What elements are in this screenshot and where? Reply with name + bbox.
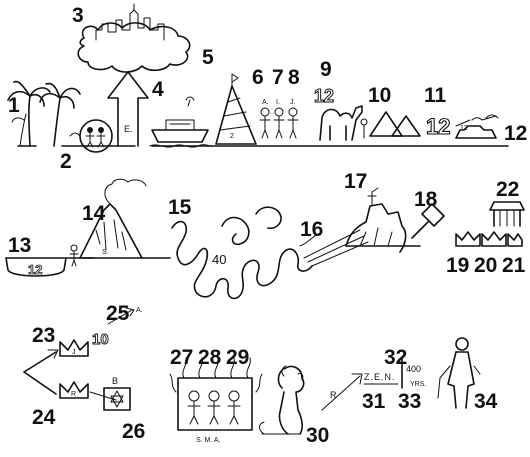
number-5: 5 (202, 46, 214, 69)
sea-twelve-label: 12 (28, 262, 42, 277)
wilderness-forty-label: 40 (212, 252, 226, 267)
number-8: 8 (288, 66, 300, 89)
number-19: 19 (446, 254, 469, 277)
crown-j-label: J (72, 349, 76, 356)
pyramids-icon (370, 112, 420, 136)
number-18: 18 (414, 188, 438, 211)
number-16: 16 (300, 218, 323, 241)
camel-twelve-icon: 12 (314, 86, 367, 140)
arrow-e-label: E. (124, 124, 133, 134)
crown-judah-icon: J (60, 340, 88, 356)
number-29: 29 (226, 346, 249, 369)
three-patriarchs-icon: A. I. J. (260, 99, 298, 138)
pyramids-twelve-label: 12 (426, 114, 450, 139)
number-15: 15 (168, 196, 192, 219)
label-j: J. (290, 99, 296, 106)
temple-icon (490, 202, 524, 226)
number-13: 13 (8, 234, 31, 257)
number-25: 25 (106, 302, 130, 325)
label-a: A. (262, 99, 269, 106)
babel-tower-icon: 2 (216, 74, 256, 144)
crown-r-label: R (71, 391, 76, 398)
number-27: 27 (170, 346, 193, 369)
arrow-r-label: R (330, 390, 337, 400)
number-32: 32 (384, 346, 407, 369)
star-box-icon (104, 388, 130, 410)
adam-eve-circle-icon (70, 120, 112, 152)
number-31: 31 (362, 390, 386, 413)
number-12: 12 (504, 122, 527, 145)
number-7: 7 (272, 66, 284, 89)
small-twelve-label: 12 (460, 125, 468, 132)
number-26: 26 (122, 420, 145, 443)
number-1: 1 (8, 94, 20, 117)
volcano-s-label: S. (102, 249, 109, 256)
number-9: 9 (320, 58, 332, 81)
number-10: 10 (368, 84, 391, 107)
cloud-city-icon (78, 4, 189, 72)
number-20: 20 (474, 254, 497, 277)
box-b-label: B (112, 376, 118, 386)
up-arrow-e: E. (108, 72, 148, 146)
three-crowns-icon (456, 232, 522, 246)
return-arrow: R (322, 374, 362, 410)
svg-text:2: 2 (230, 133, 234, 140)
number-23: 23 (32, 324, 55, 347)
number-14: 14 (82, 202, 106, 225)
number-4: 4 (152, 78, 164, 101)
number-2: 2 (60, 150, 72, 173)
number-30: 30 (306, 424, 329, 447)
jericho-walls-icon (346, 188, 420, 252)
number-3: 3 (72, 4, 84, 27)
kingdom-split-arrows (24, 350, 58, 394)
number-21: 21 (502, 254, 526, 277)
years-400-label: 400 (406, 364, 421, 374)
arrow-a-label: A. (136, 307, 143, 314)
number-34: 34 (474, 390, 498, 413)
wilderness-path-icon: 40 (172, 207, 368, 298)
furnace-three-men-icon: S. M. A. (170, 358, 262, 444)
label-i: I. (276, 99, 280, 106)
zen-leaders-label: Z.E.N. (364, 372, 398, 384)
number-33: 33 (398, 390, 421, 413)
number-11: 11 (424, 84, 447, 107)
lion-icon (260, 366, 304, 434)
crown-israel-icon: R (60, 382, 88, 398)
ten-label: 10 (92, 331, 109, 348)
sma-label: S. M. A. (196, 437, 221, 444)
number-17: 17 (344, 170, 367, 193)
number-24: 24 (32, 406, 56, 429)
zen-label: Z.E.N. (364, 372, 396, 382)
number-22: 22 (496, 178, 519, 201)
twelve-tablet-label: 12 (314, 86, 334, 106)
number-28: 28 (198, 346, 222, 369)
years-label: YRS. (410, 381, 426, 388)
ark-boat-icon (150, 97, 212, 147)
number-6: 6 (252, 66, 264, 89)
